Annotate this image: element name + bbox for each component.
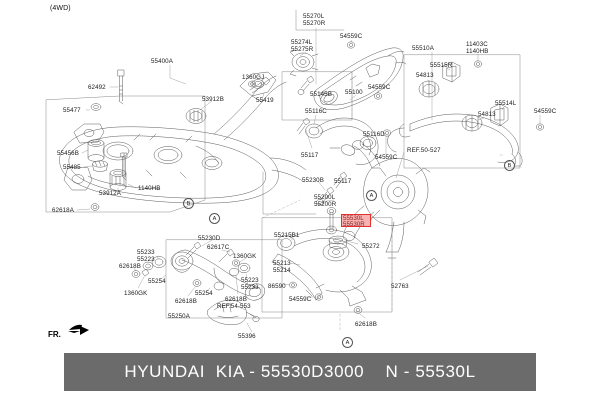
part-callout-54559c: 54559C [375, 154, 398, 161]
part-callout-86590: 86590 [268, 283, 286, 290]
part-callout-55270l: 55270L 55270R [303, 13, 326, 27]
part-callout-54559c: 54559C [289, 296, 312, 303]
part-callout-54559c: 54559C [340, 33, 363, 40]
part-callout-55233: 55233 55223 [137, 249, 155, 263]
part-callout-55274l: 55274L 55275R [291, 39, 314, 53]
part-callout-55100: 55100 [345, 89, 363, 96]
part-callout-53912a: 53912A [99, 190, 121, 197]
part-callout-55396: 55396 [238, 333, 256, 340]
part-callout-55213: 55213 55214 [273, 260, 291, 274]
part-callout-62618b: 62618B [225, 296, 247, 303]
highlighted-part-box[interactable] [341, 214, 371, 227]
part-callout-ref-54-553: REF.54-553 [217, 303, 251, 310]
part-callout-54813: 54813 [478, 111, 496, 118]
part-callout-55223: 55223 55233 [241, 277, 259, 291]
part-callout-55272: 55272 [362, 243, 380, 250]
footer-banner: HYUNDAI KIA - 55530D3000 N - 55530L [64, 353, 536, 391]
part-callout-55254: 55254 [195, 290, 213, 297]
part-callout-52763: 52763 [391, 283, 409, 290]
front-direction-label: FR. [48, 330, 61, 339]
part-callout-11403c: 11403C 1140HB [466, 41, 489, 55]
footer-text: HYUNDAI KIA - 55530D3000 N - 55530L [124, 362, 476, 381]
part-callout-55515r: 55515R [430, 62, 453, 69]
part-callout-55116d: 55116D [363, 131, 385, 138]
front-direction-arrow-icon [68, 324, 89, 335]
section-marker-a: A [366, 190, 377, 201]
section-marker-a: A [209, 213, 220, 224]
part-callout-55456b: 55456B [57, 150, 79, 157]
part-callout-54559c: 54559C [368, 84, 391, 91]
part-callout-55117: 55117 [301, 152, 319, 159]
highlighted-part-line2: 55530R [343, 221, 365, 228]
part-callout-55514l: 55514L [495, 100, 517, 107]
section-marker-b: B [183, 198, 194, 209]
part-callout-55200l: 55200L 55200R [314, 194, 337, 208]
part-callout-62618b: 62618B [119, 263, 141, 270]
part-callout-55477: 55477 [63, 107, 81, 114]
part-callout-55230d: 55230D [198, 235, 221, 242]
part-callout-54813: 54813 [416, 72, 434, 79]
part-callout-55230b: 55230B [302, 177, 324, 184]
part-callout-1140hb: 1140HB [138, 185, 161, 192]
part-callout-55250a: 55250A [168, 313, 190, 320]
part-callout-53912b: 53912B [202, 96, 224, 103]
part-callout-55145b: 55145B [310, 91, 332, 98]
part-callout-55510a: 55510A [412, 45, 434, 52]
section-marker-a: A [342, 337, 353, 348]
part-callout-55116c: 55116C [305, 108, 327, 115]
part-callout-55419: 55419 [256, 97, 274, 104]
part-callout-62618b: 62618B [175, 298, 197, 305]
drivetrain-note: (4WD) [50, 5, 71, 12]
part-callout-55254: 55254 [148, 278, 166, 285]
part-callout-55215b1: 55215B1 [274, 232, 300, 239]
part-callout-ref-50-527: REF.50-527 [407, 147, 441, 154]
part-callout-62618b: 62618B [355, 321, 377, 328]
section-marker-b: B [504, 160, 515, 171]
part-callout-62618a: 62618A [52, 207, 74, 214]
part-callout-54559c: 54559C [534, 108, 557, 115]
part-callout-55117: 55117 [334, 178, 352, 185]
part-callout-1360gk: 1360GK [233, 253, 257, 260]
part-callout-55485: 55485 [63, 164, 81, 171]
part-callout-62492: 62492 [88, 84, 106, 91]
part-callout-55400a: 55400A [151, 58, 173, 65]
highlighted-part-line1: 55530L [343, 214, 364, 222]
part-callout-1360gj: 1360GJ [242, 74, 265, 81]
part-callout-62617c: 62617C [207, 244, 230, 251]
part-callout-1360gk: 1360GK [124, 290, 148, 297]
